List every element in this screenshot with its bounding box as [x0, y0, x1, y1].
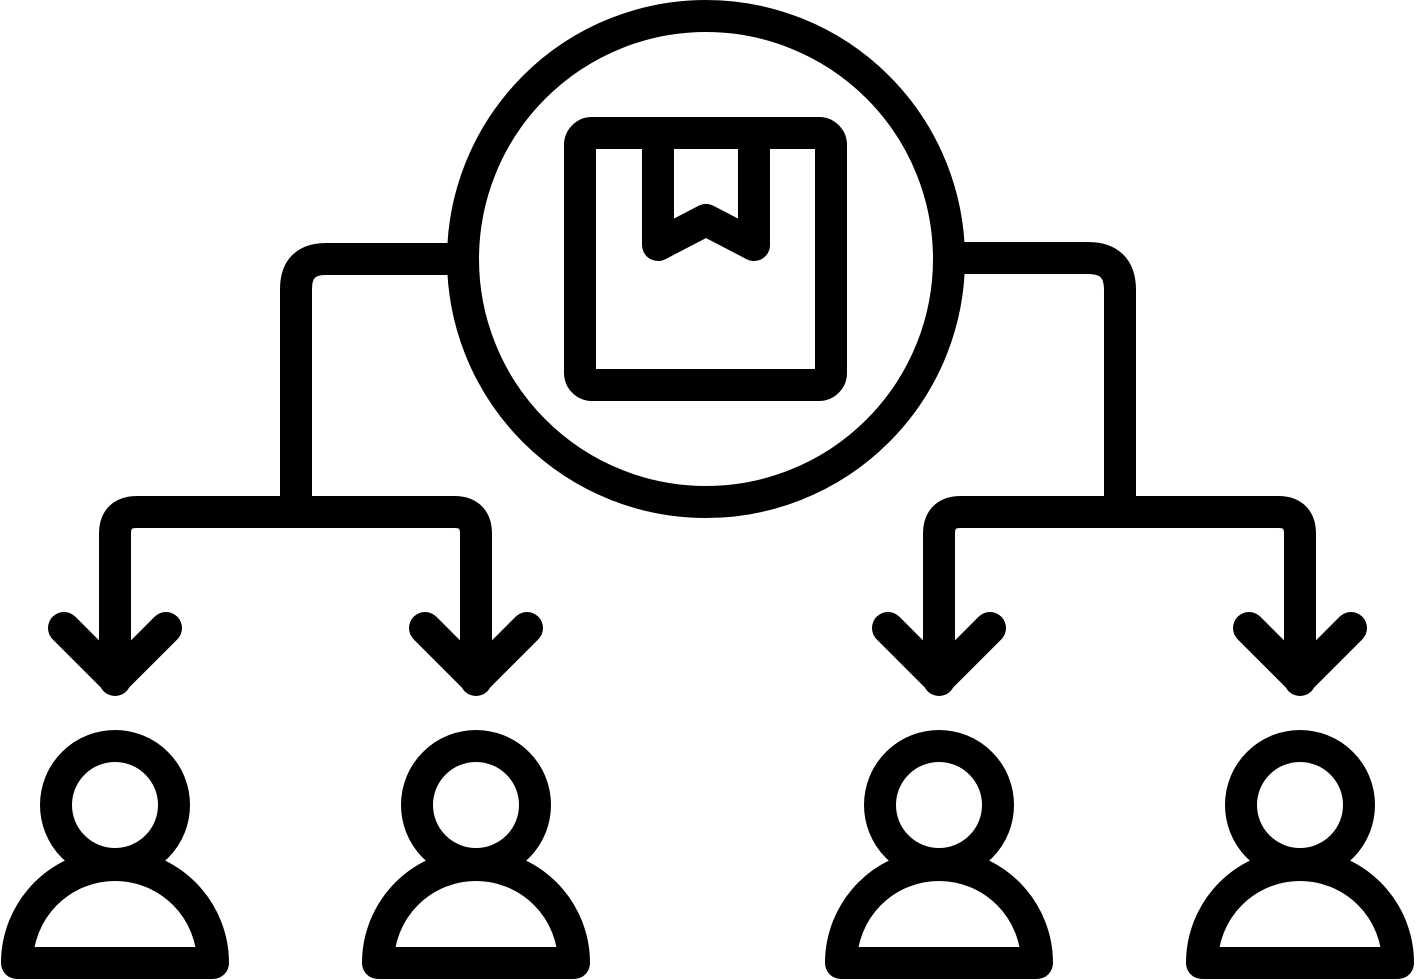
package-box-icon	[564, 117, 847, 401]
user-body	[362, 849, 590, 979]
user-body	[1, 849, 229, 979]
down-arrow-icon	[409, 612, 543, 695]
user-icon	[1186, 730, 1414, 979]
user-icon	[825, 730, 1053, 979]
left-branch-connector	[280, 243, 479, 528]
user-body	[825, 849, 1053, 979]
down-arrow-icon	[1233, 612, 1367, 695]
right-branch-connector	[933, 242, 1136, 528]
down-arrow-icon	[872, 612, 1006, 695]
user-head	[1225, 730, 1375, 880]
package-box-outline	[564, 117, 847, 401]
package-tape-ribbon	[642, 117, 770, 261]
hub-circle	[447, 0, 965, 518]
user-icon	[362, 730, 590, 979]
left-branch-split	[99, 496, 492, 696]
user-body	[1186, 849, 1414, 979]
right-branch-split	[923, 496, 1316, 696]
user-head	[401, 730, 551, 880]
user-head	[40, 730, 190, 880]
user-head	[864, 730, 1014, 880]
user-icon	[1, 730, 229, 979]
down-arrow-icon	[48, 612, 182, 695]
